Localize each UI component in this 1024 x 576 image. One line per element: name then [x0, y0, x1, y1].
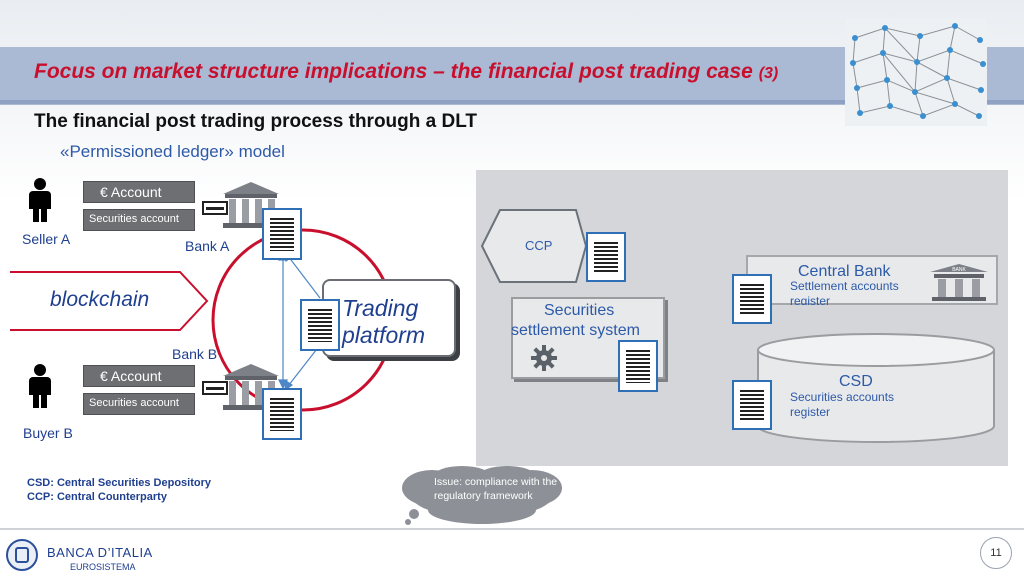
page-title-suffix: (3) [758, 65, 779, 82]
model-label: «Permissioned ledger» model [60, 142, 285, 161]
seller-card-icon [202, 201, 228, 215]
ledger-document-icon [262, 388, 302, 440]
org-name: BANCA D’ITALIA [47, 545, 153, 560]
ccp-label: CCP [525, 238, 553, 253]
seller-person-icon [26, 178, 54, 222]
buyer-person-icon [26, 364, 54, 408]
ccp-shape [480, 209, 588, 283]
central-bank-icon-text: BANK [952, 267, 966, 273]
csd-cylinder [757, 333, 995, 443]
sss-ledger-document-icon [618, 340, 658, 392]
buyer-label: Buyer B [23, 425, 73, 441]
ccp-definition: CCP: Central Counterparty [27, 491, 167, 503]
issue-text: Issue: compliance with the regulatory fr… [434, 476, 558, 502]
central-bank-ledger-document-icon [732, 274, 772, 324]
trading-platform-box: Trading platform [322, 279, 456, 357]
buyer-securities-account: Securities account [83, 393, 195, 415]
seller-securities-account: Securities account [83, 209, 195, 231]
section-subtitle: The financial post trading process throu… [34, 111, 478, 132]
buyer-card-icon [202, 381, 228, 395]
blockchain-label: blockchain [50, 288, 150, 311]
network-nodes [850, 23, 986, 119]
central-bank-desc: Settlement accounts register [790, 279, 899, 305]
sss-label-line2: settlement system [511, 322, 640, 339]
page-title-text: Focus on market structure implications –… [34, 60, 753, 83]
ccp-ledger-document-icon [586, 232, 626, 282]
bank-b-label: Bank B [172, 346, 218, 362]
issue-cloud [402, 466, 562, 525]
csd-ledger-document-icon [732, 380, 772, 430]
ledger-document-icon [262, 208, 302, 260]
trading-platform-line2: platform [342, 322, 426, 348]
sss-label-line1: Securities [544, 302, 615, 319]
bank-a-label: Bank A [185, 238, 230, 254]
title-band-underline [0, 100, 1024, 104]
central-bank-building-icon: BANK [930, 264, 988, 301]
csd-definition: CSD: Central Securities Depository [27, 477, 211, 489]
csd-title: CSD [839, 373, 873, 390]
ledger-document-icon [300, 299, 340, 351]
buyer-euro-account: € Account [83, 365, 195, 387]
org-subtitle: EUROSISTEMA [70, 562, 136, 572]
abbreviation-definitions: CSD: Central Securities Depository CCP: … [27, 476, 211, 504]
footer-divider [0, 528, 1024, 530]
trading-platform-line1: Trading [342, 295, 419, 321]
blockchain-arrow [10, 271, 209, 331]
central-bank-title: Central Bank [798, 263, 891, 280]
gear-icon [531, 345, 557, 371]
banca-d-italia-logo [6, 539, 38, 571]
page-number: 11 [980, 537, 1012, 569]
seller-label: Seller A [22, 231, 71, 247]
page-title: Focus on market structure implications –… [34, 60, 778, 84]
network-illustration [845, 18, 987, 126]
csd-desc: Securities accounts register [790, 390, 895, 419]
seller-euro-account: € Account [83, 181, 195, 203]
network-links [852, 25, 984, 117]
